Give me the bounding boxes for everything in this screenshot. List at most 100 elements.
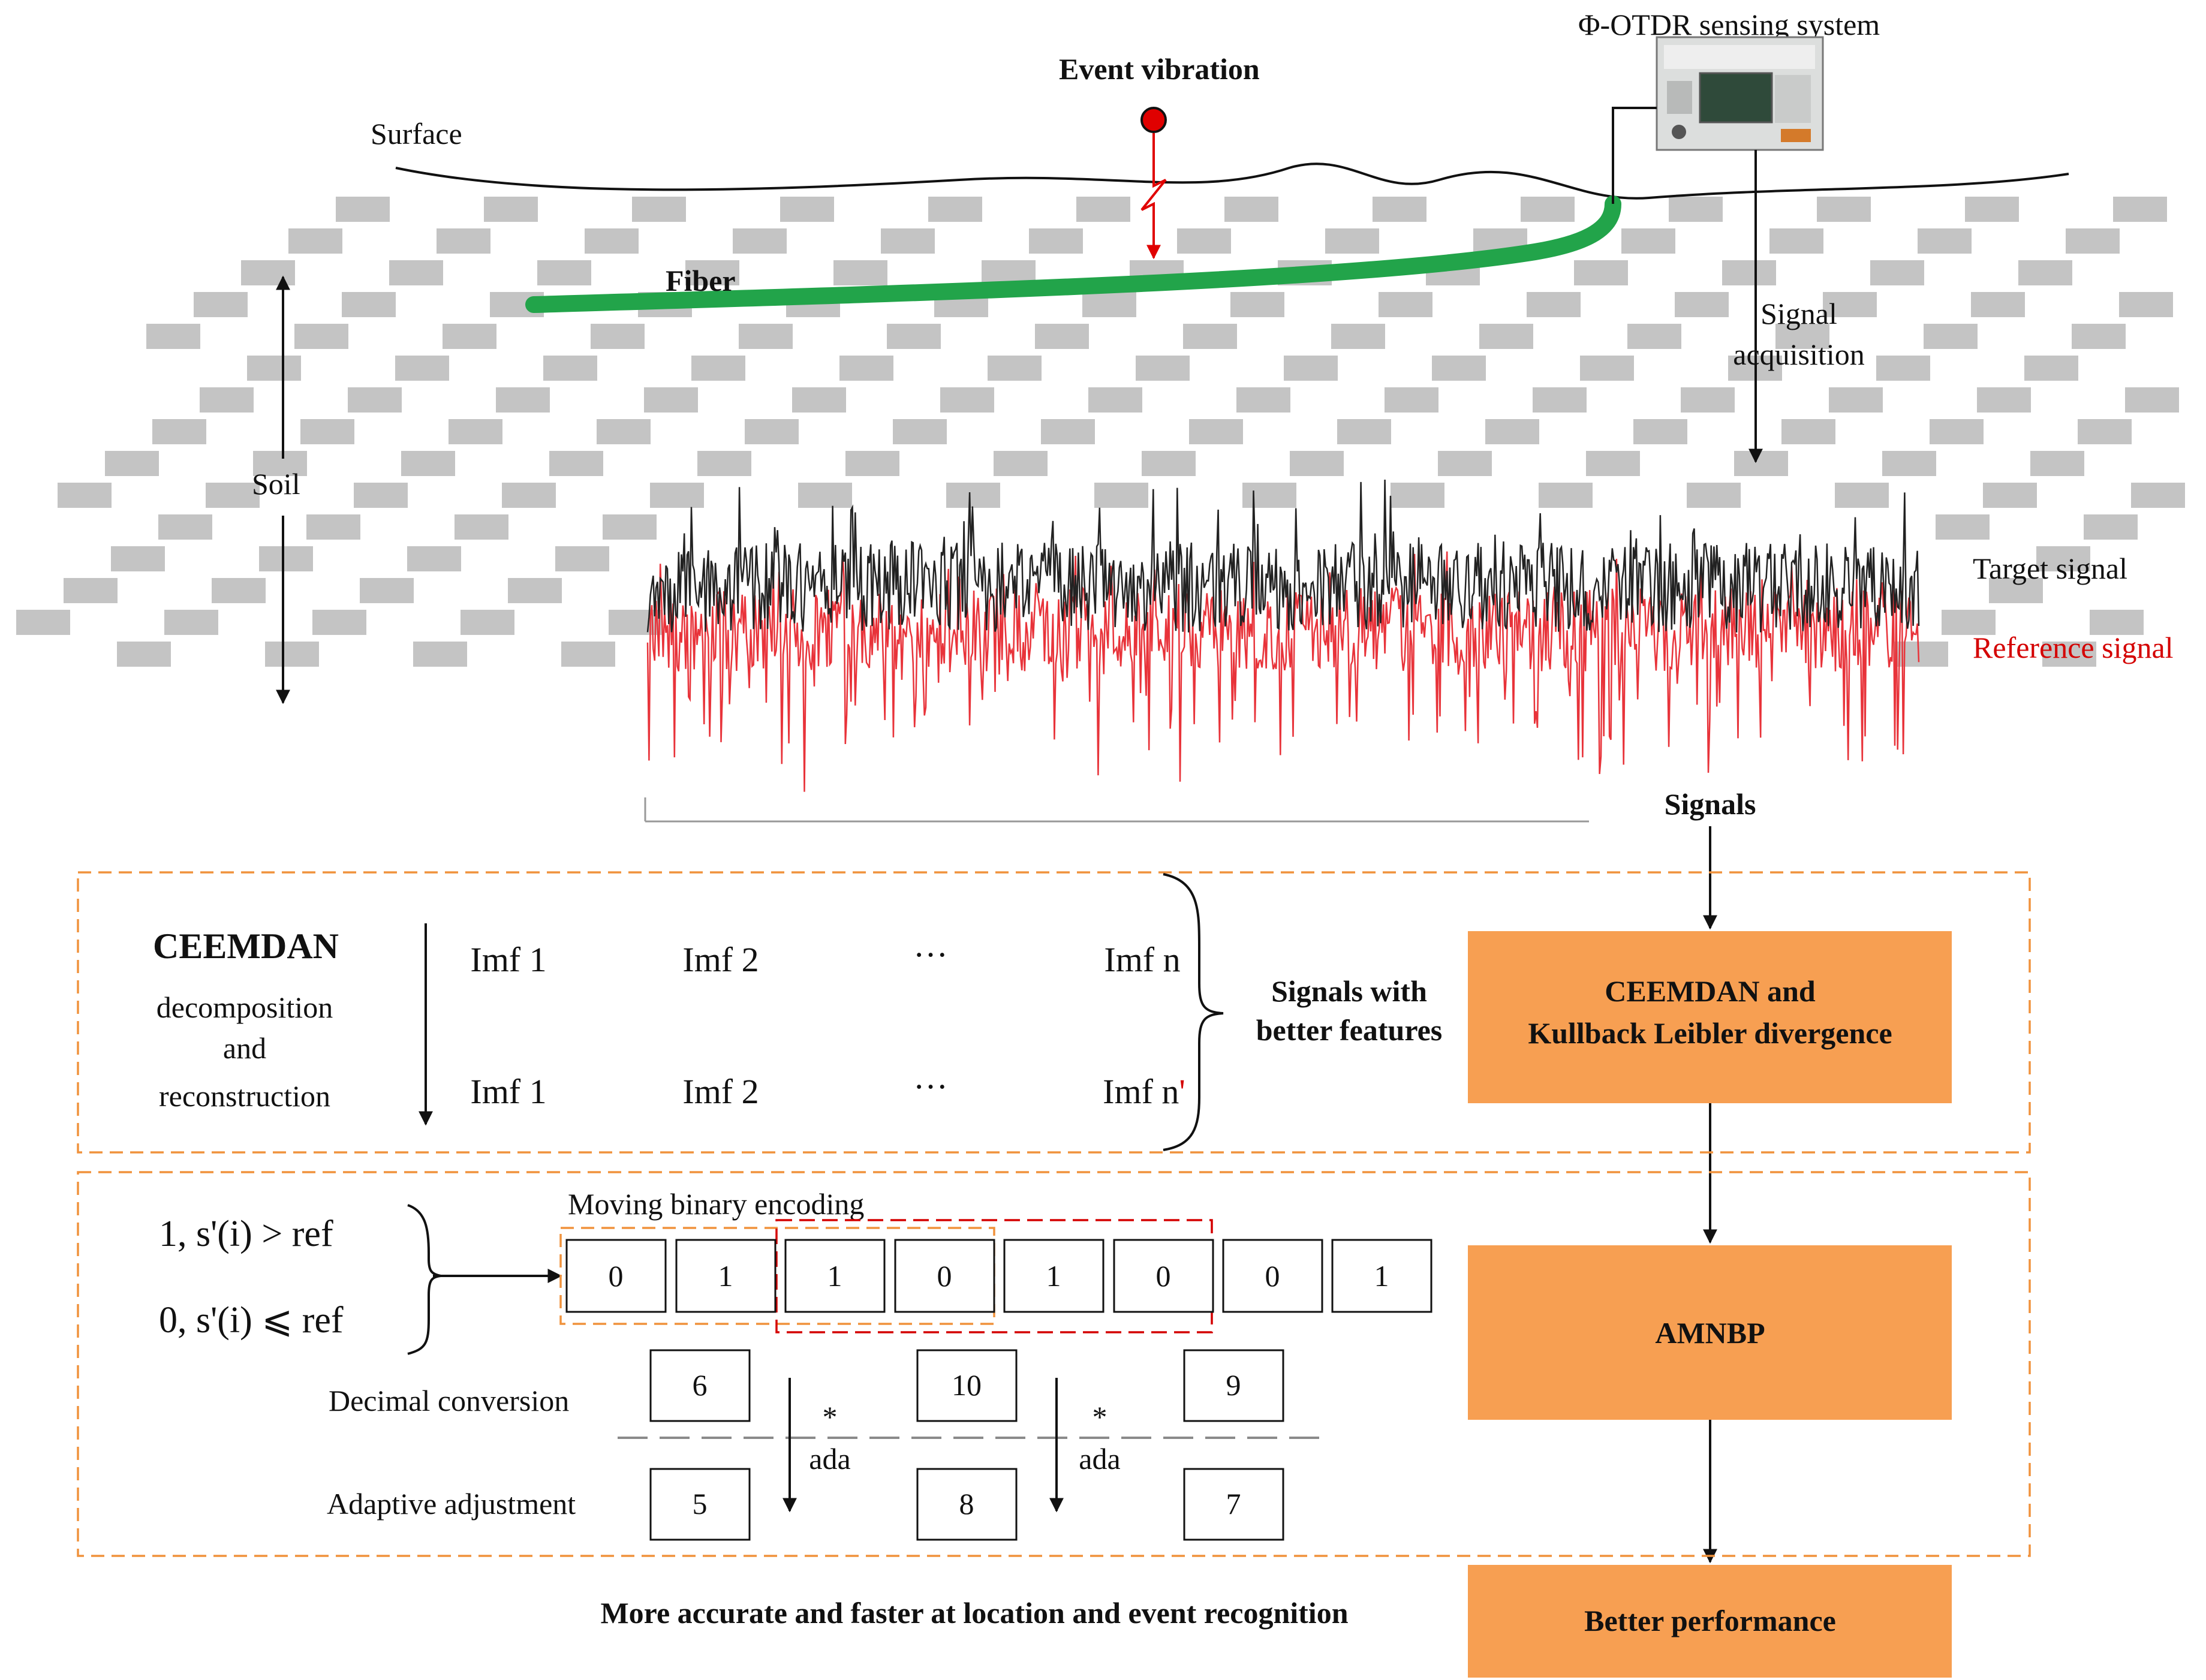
soil-brick — [1930, 419, 1984, 444]
soil-brick — [2113, 197, 2167, 222]
soil-brick — [2072, 324, 2126, 349]
soil-brick — [1983, 483, 2037, 508]
soil-brick — [1432, 356, 1486, 381]
soil-brick — [1817, 197, 1871, 222]
adaptive-value-2: 8 — [959, 1487, 974, 1521]
bit-box — [1222, 1239, 1323, 1313]
surface-label: Surface — [371, 117, 462, 150]
bit-value: 0 — [937, 1259, 952, 1293]
soil-brick — [265, 642, 319, 667]
soil-brick — [1385, 387, 1438, 413]
better-features-label-line1: Signals with — [1271, 974, 1427, 1008]
signals-label: Signals — [1665, 787, 1756, 821]
imf-row2-ellipsis: ··· — [913, 1067, 948, 1106]
decimal-conversion-label: Decimal conversion — [329, 1384, 569, 1417]
soil-brick — [1775, 324, 1829, 349]
soil-brick — [1870, 260, 1924, 285]
soil-brick — [1325, 228, 1379, 254]
soil-brick — [1586, 451, 1640, 476]
target-signal-trace — [646, 479, 1920, 633]
soil-brick — [597, 419, 651, 444]
soil-brick — [1965, 197, 2019, 222]
soil-brick — [650, 483, 704, 508]
soil-brick — [893, 419, 947, 444]
soil-brick — [691, 356, 745, 381]
soil-brick — [212, 578, 266, 603]
soil-brick — [401, 451, 455, 476]
ada-multiply-1: * — [823, 1400, 838, 1434]
bit-box — [675, 1239, 777, 1313]
soil-brick — [644, 387, 698, 413]
decimal-value-3: 9 — [1226, 1368, 1241, 1402]
soil-brick — [1527, 292, 1581, 317]
bit-box — [1003, 1239, 1104, 1313]
soil-brick — [496, 387, 550, 413]
imf-row2-item-n: Imf n' — [1103, 1072, 1185, 1111]
ceemdan-kl-label-line2: Kullback Leibler divergence — [1528, 1016, 1892, 1050]
soil-brick — [449, 419, 502, 444]
signal-acquisition-label-line1: Signal — [1760, 297, 1837, 330]
soil-brick — [940, 387, 994, 413]
event-source-icon — [1140, 107, 1167, 133]
soil-brick — [1876, 356, 1930, 381]
soil-brick — [685, 260, 739, 285]
soil-brick — [1337, 419, 1391, 444]
imf-row1-item-1: Imf 1 — [470, 940, 546, 979]
soil-brick — [354, 483, 408, 508]
fiber-label: Fiber — [666, 264, 736, 297]
decimal-value-1: 6 — [693, 1368, 708, 1402]
soil-brick — [1230, 292, 1284, 317]
soil-brick — [881, 228, 935, 254]
soil-label: Soil — [252, 467, 300, 501]
soil-brick — [1029, 228, 1083, 254]
soil-brick — [1379, 292, 1432, 317]
target-signal-legend: Target signal — [1973, 552, 2127, 585]
soil-brick — [2036, 546, 2090, 571]
decimal-box-2 — [916, 1349, 1018, 1422]
soil-brick — [697, 451, 751, 476]
soil-brick — [1823, 292, 1877, 317]
bit-box — [894, 1239, 995, 1313]
soil-brick — [739, 324, 793, 349]
soil-brick — [1687, 483, 1741, 508]
event-vibration-label: Event vibration — [1059, 52, 1260, 86]
ceemdan-subtitle-line3: reconstruction — [159, 1079, 330, 1113]
soil-brick — [1284, 356, 1338, 381]
bit-box — [1113, 1239, 1214, 1313]
soil-brick — [105, 451, 159, 476]
soil-brick — [537, 260, 591, 285]
decimal-box-1 — [649, 1349, 751, 1422]
conclusion-text: More accurate and faster at location and… — [600, 1596, 1348, 1630]
soil-brick — [1088, 387, 1142, 413]
soil-brick — [1942, 610, 1996, 635]
soil-brick — [1485, 419, 1539, 444]
soil-brick — [1290, 451, 1344, 476]
better-performance-label: Better performance — [1584, 1604, 1836, 1637]
soil-texture — [16, 197, 2185, 667]
soil-brick — [792, 387, 846, 413]
soil-brick — [1989, 578, 2043, 603]
bit-value: 1 — [718, 1259, 733, 1293]
soil-brick — [206, 483, 260, 508]
otdr-device-icon — [1656, 36, 1824, 151]
ceemdan-kl-label-line1: CEEMDAN and — [1605, 974, 1816, 1008]
soil-brick — [502, 483, 556, 508]
encoding-rule-1: 1, s'(i) > ref — [159, 1214, 333, 1254]
ceemdan-title: CEEMDAN — [153, 926, 339, 966]
soil-brick — [200, 387, 254, 413]
soil-brick — [845, 451, 899, 476]
soil-brick — [1971, 292, 2025, 317]
soil-brick — [1076, 197, 1130, 222]
soil-brick — [1189, 419, 1243, 444]
soil-brick — [2024, 356, 2078, 381]
soil-brick — [484, 197, 538, 222]
soil-brick — [591, 324, 645, 349]
soil-brick — [117, 642, 171, 667]
sensing-system-label: Φ-OTDR sensing system — [1578, 8, 1880, 41]
soil-brick — [2078, 419, 2132, 444]
soil-brick — [348, 387, 402, 413]
ceemdan-kl-box — [1468, 931, 1952, 1103]
soil-brick — [1627, 324, 1681, 349]
imf-row1-item-2: Imf 2 — [682, 940, 759, 979]
decimal-value-2: 10 — [952, 1368, 982, 1402]
